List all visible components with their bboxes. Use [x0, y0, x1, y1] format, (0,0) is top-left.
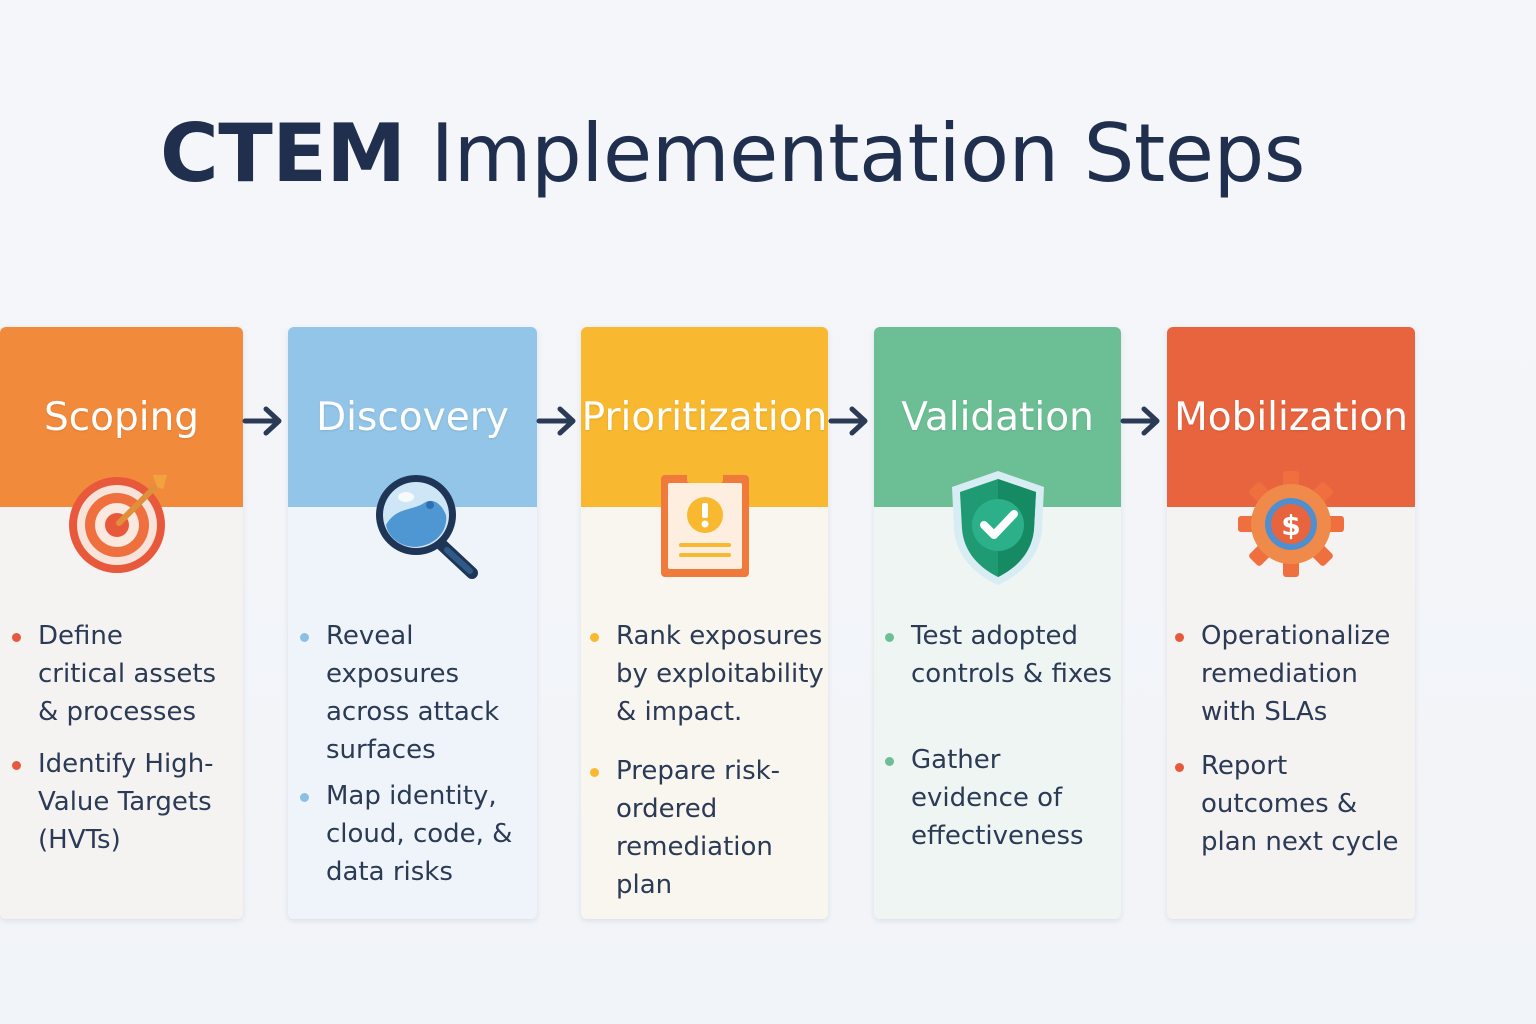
bullet-dot: [1175, 763, 1184, 772]
bullet-text: Define critical assets & processes: [38, 621, 217, 727]
bullet-dot: [12, 761, 21, 770]
bullet-dot: [590, 633, 599, 642]
bullet-text: Gather evidence of effectiveness: [911, 745, 1084, 851]
step-label: Prioritization: [581, 394, 828, 440]
step-body: Define critical assets & processes Ident…: [0, 475, 243, 919]
title-strong: CTEM: [160, 107, 406, 200]
bullet-item: Identify High- Value Targets (HVTs): [12, 745, 214, 859]
bullet-text: Map identity, cloud, code, & data risks: [326, 781, 513, 887]
bullet-item: Reveal exposures across attack surfaces: [300, 617, 500, 769]
step-body: Test adopted controls & fixes Gather evi…: [874, 471, 1121, 919]
step-validation: Validation Test adopted controls & fixes…: [874, 327, 1121, 919]
shield-check-icon: [951, 471, 1044, 585]
bullet-text: Identify High- Value Targets (HVTs): [38, 749, 214, 855]
bullet-dot: [590, 768, 599, 777]
step-label: Mobilization: [1174, 394, 1408, 440]
arrow-right-icon: [1120, 406, 1160, 436]
bullet-item: Operationalize remediation with SLAs: [1175, 617, 1391, 731]
step-body: Reveal exposures across attack surfaces …: [288, 475, 537, 919]
bullet-dot: [1175, 633, 1184, 642]
bullet-item: Test adopted controls & fixes: [885, 617, 1112, 693]
step-mobilization: Mobilization $ Opera: [1167, 327, 1415, 919]
bullet-item: Prepare risk- ordered remediation plan: [590, 752, 828, 904]
bullet-dot: [12, 633, 21, 642]
arrow-right-icon: [828, 406, 868, 436]
bullet-text: Test adopted controls & fixes: [911, 621, 1112, 689]
bullet-text: Report outcomes & plan next cycle: [1201, 751, 1399, 857]
arrow-right-icon: [242, 406, 282, 436]
bullet-item: Report outcomes & plan next cycle: [1175, 747, 1399, 861]
bullet-item: Gather evidence of effectiveness: [885, 741, 1084, 855]
step-label: Discovery: [316, 394, 509, 440]
bullet-text: Reveal exposures across attack surfaces: [326, 621, 500, 765]
bullet-text: Prepare risk- ordered remediation plan: [616, 756, 781, 900]
bullet-dot: [885, 757, 894, 766]
title-light: Implementation Steps: [405, 107, 1305, 200]
step-discovery: Discovery Reveal exposures across attack…: [288, 327, 537, 919]
bullet-dot: [885, 633, 894, 642]
step-body: Rank exposures by exploitability & impac…: [581, 462, 828, 919]
step-header: Validation: [874, 327, 1121, 507]
target-icon: [68, 475, 167, 573]
step-scoping: Scoping Define critical assets & process…: [0, 327, 243, 919]
step-prioritization: Prioritization Rank exposures by exploit…: [581, 327, 828, 919]
gear-dollar-icon: $: [1238, 471, 1344, 577]
page-title: CTEM Implementation Steps: [160, 104, 1305, 204]
arrow-right-icon: [536, 406, 576, 436]
svg-text:$: $: [1281, 509, 1300, 542]
bullet-text: Rank exposures by exploitability & impac…: [616, 621, 824, 727]
step-header: Scoping: [0, 327, 243, 507]
bullet-item: Rank exposures by exploitability & impac…: [590, 617, 824, 731]
clipboard-alert-icon: [660, 462, 749, 577]
bullet-item: Define critical assets & processes: [12, 617, 217, 731]
step-label: Scoping: [43, 394, 200, 440]
step-body: $ Operationalize remediation with SLAs R…: [1167, 471, 1415, 919]
step-label: Validation: [901, 394, 1094, 440]
bullet-dot: [300, 633, 309, 642]
magnifier-icon: [376, 475, 479, 579]
bullet-text: Operationalize remediation with SLAs: [1201, 621, 1391, 727]
bullet-item: Map identity, cloud, code, & data risks: [300, 777, 513, 891]
bullet-dot: [300, 793, 309, 802]
